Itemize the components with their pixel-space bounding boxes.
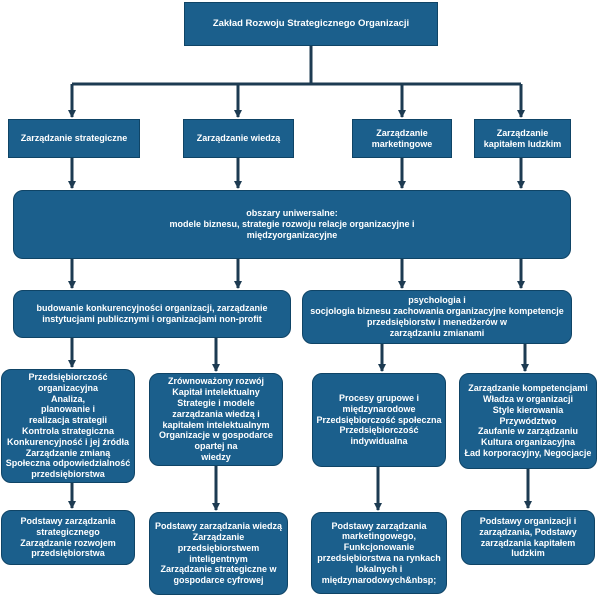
node-konkurencyjnosc: budowanie konkurencyjności organizacji, … [13, 290, 291, 338]
node-topics-wiedza: Zrównoważony rozwój Kapitał intelektualn… [149, 373, 283, 466]
node-topics-marketingowe: Procesy grupowe i międzynarodowe Przedsi… [312, 373, 446, 467]
node-zarzadzanie-strategiczne: Zarządzanie strategiczne [8, 119, 140, 158]
node-zarzadzanie-marketingowe: Zarządzanie marketingowe [352, 119, 452, 158]
node-zarzadzanie-kapitalem-ludzkim: Zarządzanie kapitałem ludzkim [474, 119, 571, 158]
node-obszary-uniwersalne: obszary uniwersalne: modele biznesu, str… [13, 190, 571, 259]
node-podstawy-kapital-ludzki: Podstawy organizacji i zarządzania, Pods… [461, 510, 595, 565]
node-podstawy-wiedza: Podstawy zarządzania wiedzą Zarządzanie … [149, 512, 288, 595]
node-podstawy-marketingowe: Podstawy zarządzania marketingowego, Fun… [311, 512, 447, 594]
node-topics-strategiczne: Przedsiębiorczość organizacyjna Analiza,… [1, 369, 135, 483]
node-zarzadzanie-wiedza: Zarządzanie wiedzą [183, 119, 294, 158]
node-psychologia-socjologia: psychologia i socjologia biznesu zachowa… [302, 290, 572, 344]
node-podstawy-strategiczne: Podstawy zarządzania strategicznego Zarz… [1, 510, 135, 565]
root-node: Zakład Rozwoju Strategicznego Organizacj… [184, 2, 438, 46]
node-topics-kapital-ludzki: Zarządzanie kompetencjami Władza w organ… [459, 373, 597, 469]
